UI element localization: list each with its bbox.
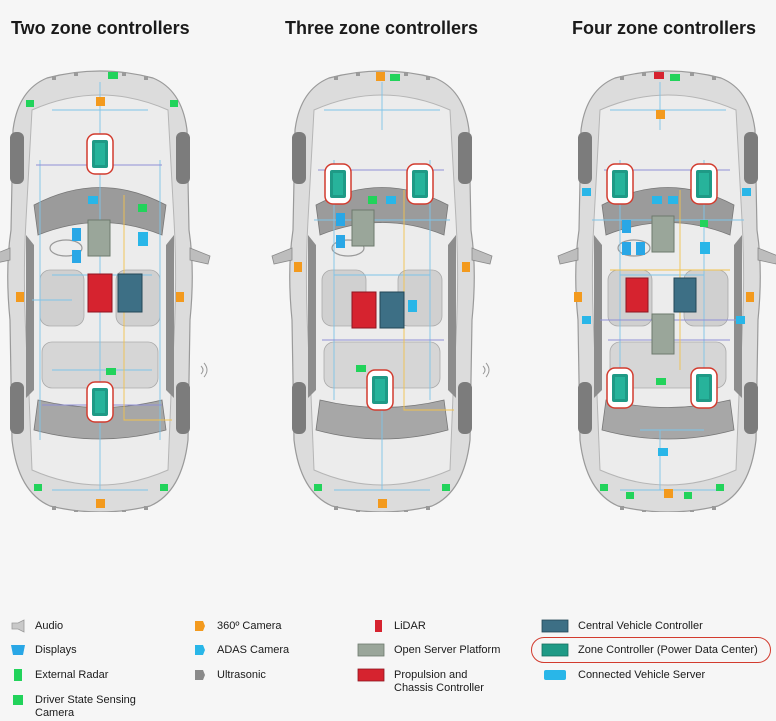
legend-item-ultrasonic: Ultrasonic <box>192 669 266 682</box>
title-three-zone: Three zone controllers <box>285 18 479 38</box>
legend-item-central-vehicle-controller: Central Vehicle Controller <box>541 619 703 633</box>
legend-item-audio: Audio <box>10 619 63 633</box>
server-platform-icon <box>357 643 385 657</box>
legend-item-adas-camera: ADAS Camera <box>192 644 289 657</box>
legend-item-connected-vehicle-server: Connected Vehicle Server <box>541 669 705 682</box>
propulsion-controller-icon <box>357 668 385 682</box>
lidar-icon <box>375 620 382 632</box>
legend-item-lidar: LiDAR <box>357 620 426 633</box>
title-four-zone: Four zone controllers <box>572 18 757 38</box>
car-four-zone <box>557 70 776 512</box>
legend-item-open-server-platform: Open Server Platform <box>357 643 500 657</box>
camera-360-icon <box>195 621 205 631</box>
legend: Audio Displays External Radar Driver Sta… <box>0 610 776 721</box>
legend-item-displays: Displays <box>10 644 77 657</box>
zone-controller-highlight <box>531 637 771 663</box>
legend-item-external-radar: External Radar <box>10 669 108 682</box>
audio-icon <box>11 619 25 633</box>
central-controller-icon <box>541 619 569 633</box>
ultrasonic-icon <box>195 670 205 680</box>
speaker-icon <box>200 362 490 378</box>
title-row: Two zone controllers Three zone controll… <box>0 18 776 42</box>
display-icon <box>11 645 25 655</box>
legend-item-driver-state-camera: Driver State Sensing Camera <box>10 694 145 720</box>
car-three-zone <box>271 70 493 512</box>
car-two-zone <box>0 70 211 512</box>
driver-camera-icon <box>13 695 23 705</box>
legend-item-zone-controller: Zone Controller (Power Data Center) <box>541 643 758 657</box>
legend-item-360-camera: 360º Camera <box>192 620 282 633</box>
title-two-zone: Two zone controllers <box>11 18 190 38</box>
legend-item-propulsion-controller: Propulsion and Chassis Controller <box>357 668 506 695</box>
adas-camera-icon <box>195 645 205 655</box>
connected-server-icon <box>544 670 566 680</box>
vehicle-diagrams <box>0 70 776 512</box>
radar-icon <box>14 669 22 681</box>
